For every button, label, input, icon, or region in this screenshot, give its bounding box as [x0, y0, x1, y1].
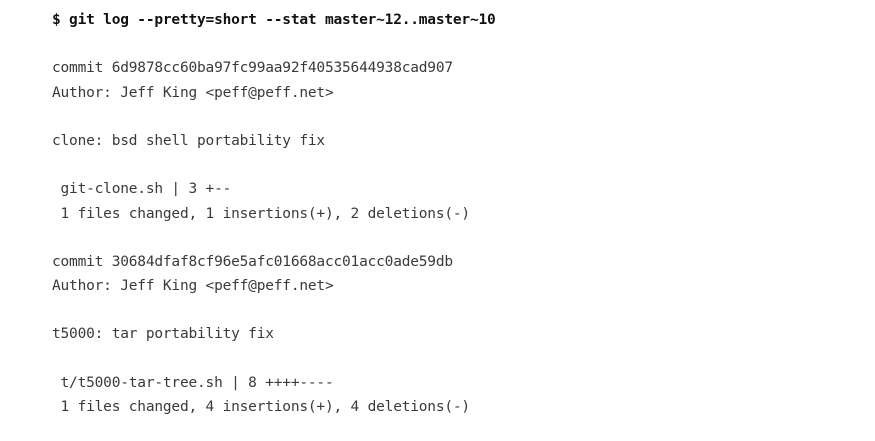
terminal-listing: $ git log --pretty=short --stat master~1…	[52, 8, 852, 419]
output-line-blank	[52, 226, 852, 250]
command-line: $ git log --pretty=short --stat master~1…	[52, 12, 496, 28]
author-line: Author: Jeff King <peff@peff.net>	[52, 84, 334, 101]
commit-hash-line: commit 6d9878cc60ba97fc99aa92f4053564493…	[52, 60, 453, 77]
stat-file-line: t/t5000-tar-tree.sh | 8 ++++----	[52, 374, 334, 391]
commit-message-line: clone: bsd shell portability fix	[52, 132, 325, 149]
author-line: Author: Jeff King <peff@peff.net>	[52, 278, 334, 295]
output-line-blank	[52, 347, 852, 371]
output-line-blank	[52, 32, 852, 56]
stat-file-line: git-clone.sh | 3 +--	[52, 181, 232, 198]
commit-hash-line: commit 30684dfaf8cf96e5afc01668acc01acc0…	[52, 253, 453, 270]
commit-message-line: t5000: tar portability fix	[52, 326, 274, 343]
stat-summary-line: 1 files changed, 1 insertions(+), 2 dele…	[52, 205, 471, 222]
stat-summary-line: 1 files changed, 4 insertions(+), 4 dele…	[52, 399, 471, 415]
output-line-blank	[52, 105, 852, 129]
output-line-blank	[52, 153, 852, 177]
output-line-blank	[52, 298, 852, 322]
